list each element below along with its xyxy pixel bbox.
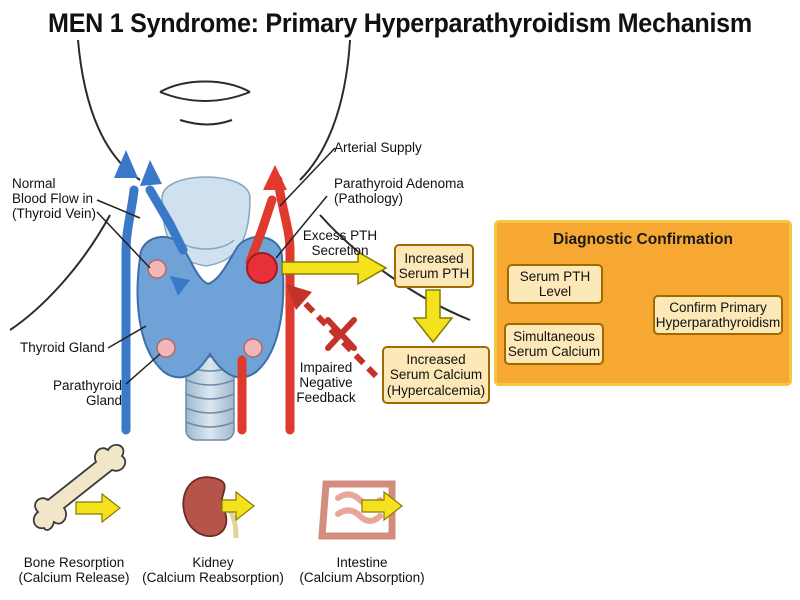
label-parathyroid-adenoma: Parathyroid Adenoma (Pathology) — [334, 176, 464, 207]
bone-icon — [32, 443, 127, 531]
parathyroid-adenoma-icon — [246, 252, 278, 284]
label-thyroid-gland: Thyroid Gland — [20, 340, 105, 355]
label-bone: Bone Resorption (Calcium Release) — [18, 555, 130, 586]
organ-arrows — [75, 490, 403, 524]
leader-lines — [96, 147, 336, 385]
pth-to-calcium-arrow — [412, 289, 454, 344]
label-kidney: Kidney (Calcium Reabsorption) — [142, 555, 284, 586]
parathyroid-gland-lower-right — [243, 338, 263, 358]
kidney-icon — [182, 476, 239, 539]
label-excess-pth: Excess PTH Secretion — [302, 228, 378, 259]
diagnostic-title: Diagnostic Confirmation — [553, 231, 733, 248]
blocked-x-icon — [325, 317, 357, 351]
vein-icon — [121, 185, 188, 435]
vessel-arrowheads — [114, 150, 287, 296]
mouth-icon — [159, 80, 251, 126]
label-normal-blood-flow: Normal Blood Flow in (Thyroid Vein) — [12, 176, 97, 222]
label-intestine: Intestine (Calcium Absorption) — [299, 555, 425, 586]
label-arterial-supply: Arterial Supply — [334, 140, 422, 155]
label-impaired-feedback: Impaired Negative Feedback — [296, 360, 356, 406]
excess-pth-arrow — [281, 250, 388, 286]
parathyroid-gland-upper-left — [147, 259, 167, 279]
page-title: MEN 1 Syndrome: Primary Hyperparathyroid… — [48, 8, 752, 38]
label-parathyroid-gland: Parathyroid Gland — [52, 378, 122, 409]
parathyroid-gland-lower-left — [156, 338, 176, 358]
